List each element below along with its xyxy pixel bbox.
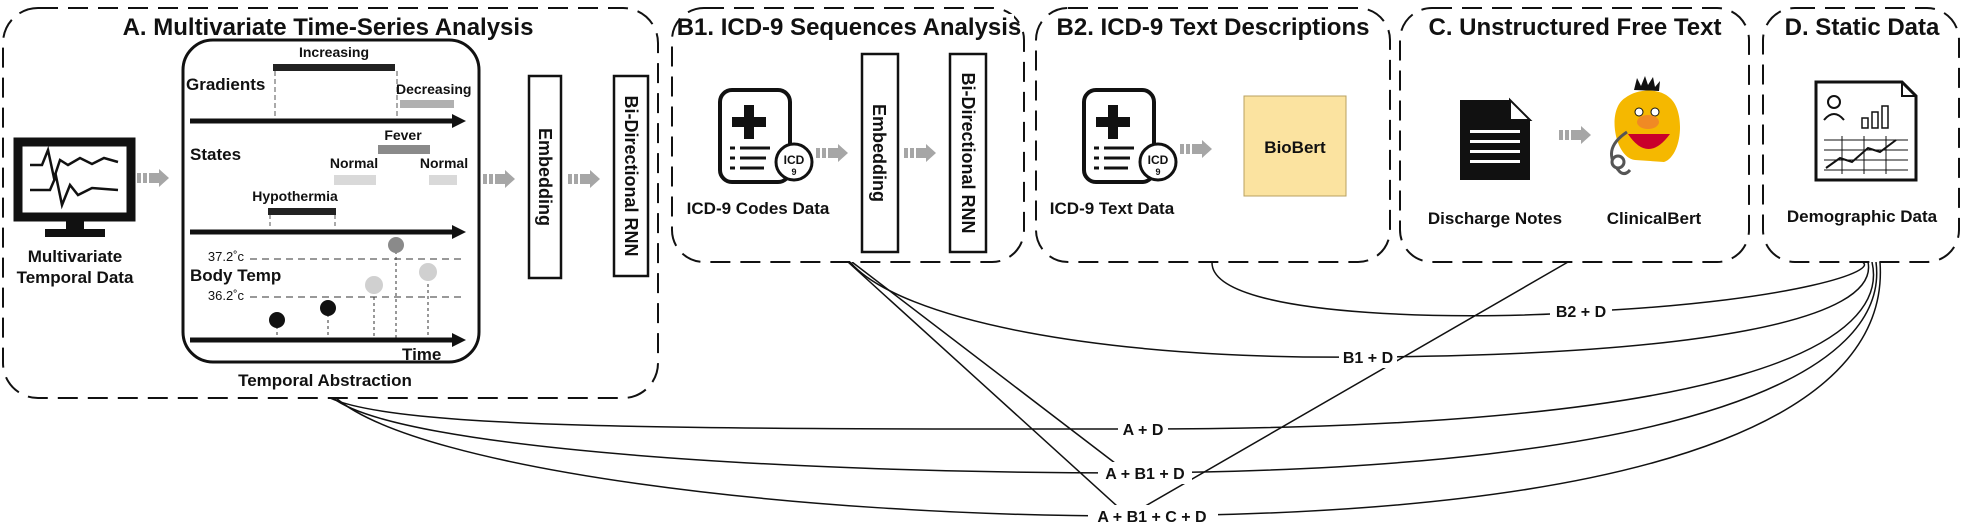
- fever-label: Fever: [384, 127, 422, 143]
- connector-ab1d-to-d: [1127, 261, 1878, 474]
- b1-rnn-label: Bi-Directional RNN: [958, 72, 978, 233]
- panel-b1: B1. ICD-9 Sequences Analysis ICD 9 ICD-9…: [671, 7, 1025, 263]
- a-rnn-box: [612, 74, 650, 278]
- temporal-data-label: Temporal Data: [17, 268, 134, 287]
- panel-c: C. Unstructured Free Text Discharge Note…: [1399, 7, 1750, 263]
- normal-left-label: Normal: [330, 155, 378, 171]
- temporal-abstraction-label: Temporal Abstraction: [238, 371, 412, 390]
- discharge-notes-icon: [1460, 97, 1533, 180]
- panel-d-title: D. Static Data: [1785, 14, 1940, 41]
- hypothermia-label: Hypothermia: [252, 188, 338, 204]
- connector-ab1d-from-a: [332, 397, 1129, 474]
- biobert-label: BioBert: [1264, 138, 1326, 157]
- temp-low-label: 36.2˚c: [208, 288, 245, 303]
- connector-b1-d-from-b1: [849, 261, 1366, 358]
- time-label: Time: [402, 345, 441, 364]
- text-document-icon: ICD 9: [1082, 88, 1178, 184]
- normal-right-bar: [429, 175, 457, 185]
- hypothermia-bar: [268, 208, 336, 215]
- connector-ab1cd-to-d: [1127, 261, 1882, 517]
- combo-label-b1-d: B1 + D: [1343, 350, 1393, 367]
- svg-text:ICD: ICD: [784, 153, 805, 167]
- combination-connectors: [329, 261, 1882, 517]
- connector-ab1d-from-b1: [851, 261, 1129, 474]
- panel-b1-title: B1. ICD-9 Sequences Analysis: [677, 14, 1022, 41]
- a-embedding-box: [527, 74, 563, 280]
- connector-ab1cd-from-a: [335, 397, 1129, 517]
- multivariate-label: Multivariate: [28, 247, 122, 266]
- connector-ab1cd-from-b1: [847, 261, 1129, 517]
- increasing-label: Increasing: [299, 44, 369, 60]
- b1-embedding-box: [860, 52, 900, 254]
- panel-a: A. Multivariate Time-Series Analysis Mul…: [2, 7, 659, 399]
- demographic-report-icon: [1814, 80, 1918, 182]
- icd-text-data-label: ICD-9 Text Data: [1050, 199, 1175, 218]
- a-rnn-label: Bi-Directional RNN: [621, 95, 641, 256]
- combo-label-a-b1-d: A + B1 + D: [1105, 466, 1184, 483]
- temperature-readings: [269, 237, 437, 338]
- connector-b2-d-to-d: [1594, 261, 1866, 312]
- discharge-notes-label: Discharge Notes: [1428, 209, 1562, 228]
- normal-left-bar: [334, 175, 376, 185]
- increasing-bar: [273, 64, 395, 71]
- panel-d: D. Static Data Demographic Data: [1762, 7, 1960, 263]
- combo-label-a-d: A + D: [1123, 422, 1164, 439]
- svg-text:ICD: ICD: [1148, 153, 1169, 167]
- connector-a-d-to-d: [1139, 261, 1875, 430]
- connector-b2-d-from-b2: [1211, 261, 1596, 317]
- temp-high-label: 37.2˚c: [208, 249, 245, 264]
- combination-labels: B2 + D B1 + D A + D A + B1 + D A + B1 + …: [1088, 300, 1612, 524]
- monitor-icon: [13, 137, 136, 237]
- icd-codes-data-label: ICD-9 Codes Data: [687, 199, 830, 218]
- panel-c-title: C. Unstructured Free Text: [1429, 14, 1722, 41]
- b1-rnn-box: [948, 52, 988, 254]
- svg-text:9: 9: [1155, 167, 1160, 177]
- connector-a-d-from-a: [329, 397, 1141, 430]
- combo-label-b2-d: B2 + D: [1556, 304, 1606, 321]
- svg-text:9: 9: [791, 167, 796, 177]
- connector-b1-d-to-d: [1364, 261, 1870, 358]
- b1-embedding-label: Embedding: [869, 104, 889, 202]
- decreasing-bar: [400, 100, 454, 108]
- connector-ab1cd-from-c: [1127, 261, 1569, 517]
- panel-b2: B2. ICD-9 Text Descriptions ICD 9 ICD-9 …: [1035, 7, 1391, 263]
- icd-document-icon: ICD 9: [718, 88, 814, 184]
- clinicalbert-icon: [1610, 76, 1681, 176]
- biobert-box: [1243, 95, 1347, 197]
- decreasing-label: Decreasing: [396, 81, 471, 97]
- a-embedding-label: Embedding: [535, 128, 555, 226]
- fever-bar: [378, 145, 430, 154]
- demographic-data-label: Demographic Data: [1787, 207, 1938, 226]
- normal-right-label: Normal: [420, 155, 468, 171]
- panel-a-title: A. Multivariate Time-Series Analysis: [123, 14, 534, 41]
- states-label: States: [190, 145, 241, 164]
- clinicalbert-label: ClinicalBert: [1607, 209, 1702, 228]
- gradients-label: Gradients: [186, 75, 265, 94]
- panel-b2-title: B2. ICD-9 Text Descriptions: [1057, 14, 1370, 41]
- body-temp-label: Body Temp: [190, 266, 281, 285]
- combo-label-a-b1-c-d: A + B1 + C + D: [1097, 509, 1206, 524]
